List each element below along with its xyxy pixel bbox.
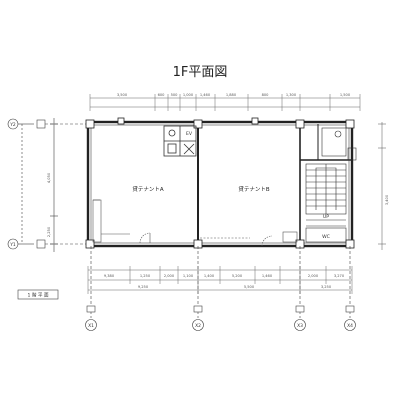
bottom-total-label: 9,250: [138, 285, 149, 289]
bottom-grid-markers: [85, 246, 356, 331]
room-label-tenant-a: 貸テナントA: [132, 185, 164, 193]
grid-col-label: X4: [347, 323, 353, 329]
grid-col-label: X1: [88, 323, 94, 329]
top-dim-label: 600: [158, 93, 166, 97]
grid-row-label: Y2: [9, 122, 16, 128]
top-dim-label: 1,460: [200, 93, 211, 97]
top-dimension-labels: 3,500 600 500 1,000 1,460 1,880 800 1,30…: [117, 93, 351, 97]
top-dim-label: 1,500: [340, 93, 351, 97]
bottom-total-label: 5,500: [244, 285, 255, 289]
top-dim-label: 800: [262, 93, 270, 97]
room-label-tenant-b: 貸テナントB: [238, 185, 270, 193]
tenant-a-fittings: [92, 199, 151, 244]
building-walls: [86, 120, 354, 248]
top-dim-label: 3,500: [117, 93, 128, 97]
left-grid-markers: [7, 118, 90, 252]
right-dimension-lines: [378, 122, 386, 250]
top-dim-label: 500: [171, 93, 179, 97]
entrance-fixtures: [321, 127, 357, 161]
left-dim-label: 2,250: [47, 226, 51, 237]
bottom-dim-label: 2,000: [308, 274, 319, 278]
bottom-dim-label: 3,270: [334, 274, 345, 278]
grid-col-label: X3: [297, 323, 303, 329]
bottom-dim-label: 1,460: [262, 274, 273, 278]
bottom-dim-label: 1,400: [204, 274, 215, 278]
stair: [305, 163, 347, 243]
top-dim-label: 1,300: [286, 93, 297, 97]
plan-title: 1F平面図: [173, 65, 228, 80]
top-dimension-lines: [89, 94, 361, 111]
left-dim-label: 4,050: [47, 172, 51, 183]
structural-columns: [85, 117, 355, 249]
bottom-dimension-labels: 9,380 1,250 2,000 1,100 1,400 5,200 1,46…: [104, 274, 345, 289]
tenant-b-fittings: [200, 231, 298, 247]
legend-label: 1 階 平 面: [27, 292, 48, 299]
bottom-dim-label: 1,100: [183, 274, 194, 278]
core-label-ev: EV: [186, 131, 193, 137]
bottom-dim-label: 9,380: [104, 274, 115, 278]
service-core: [163, 125, 197, 157]
bottom-total-label: 3,250: [321, 285, 332, 289]
legend-box: 1 階 平 面: [17, 289, 59, 300]
bottom-dimension-lines: [87, 266, 353, 294]
bottom-dim-label: 2,000: [164, 274, 175, 278]
bottom-dim-label: 1,250: [140, 274, 151, 278]
wc-label: WC: [322, 234, 330, 240]
top-dim-label: 1,880: [226, 93, 237, 97]
grid-col-label: X2: [195, 323, 201, 329]
bottom-dim-label: 5,200: [232, 274, 243, 278]
top-dim-label: 1,000: [183, 93, 194, 97]
stair-up-label: UP: [323, 214, 329, 220]
right-dim-label: 3,400: [385, 194, 389, 205]
grid-row-label: Y1: [9, 242, 16, 248]
